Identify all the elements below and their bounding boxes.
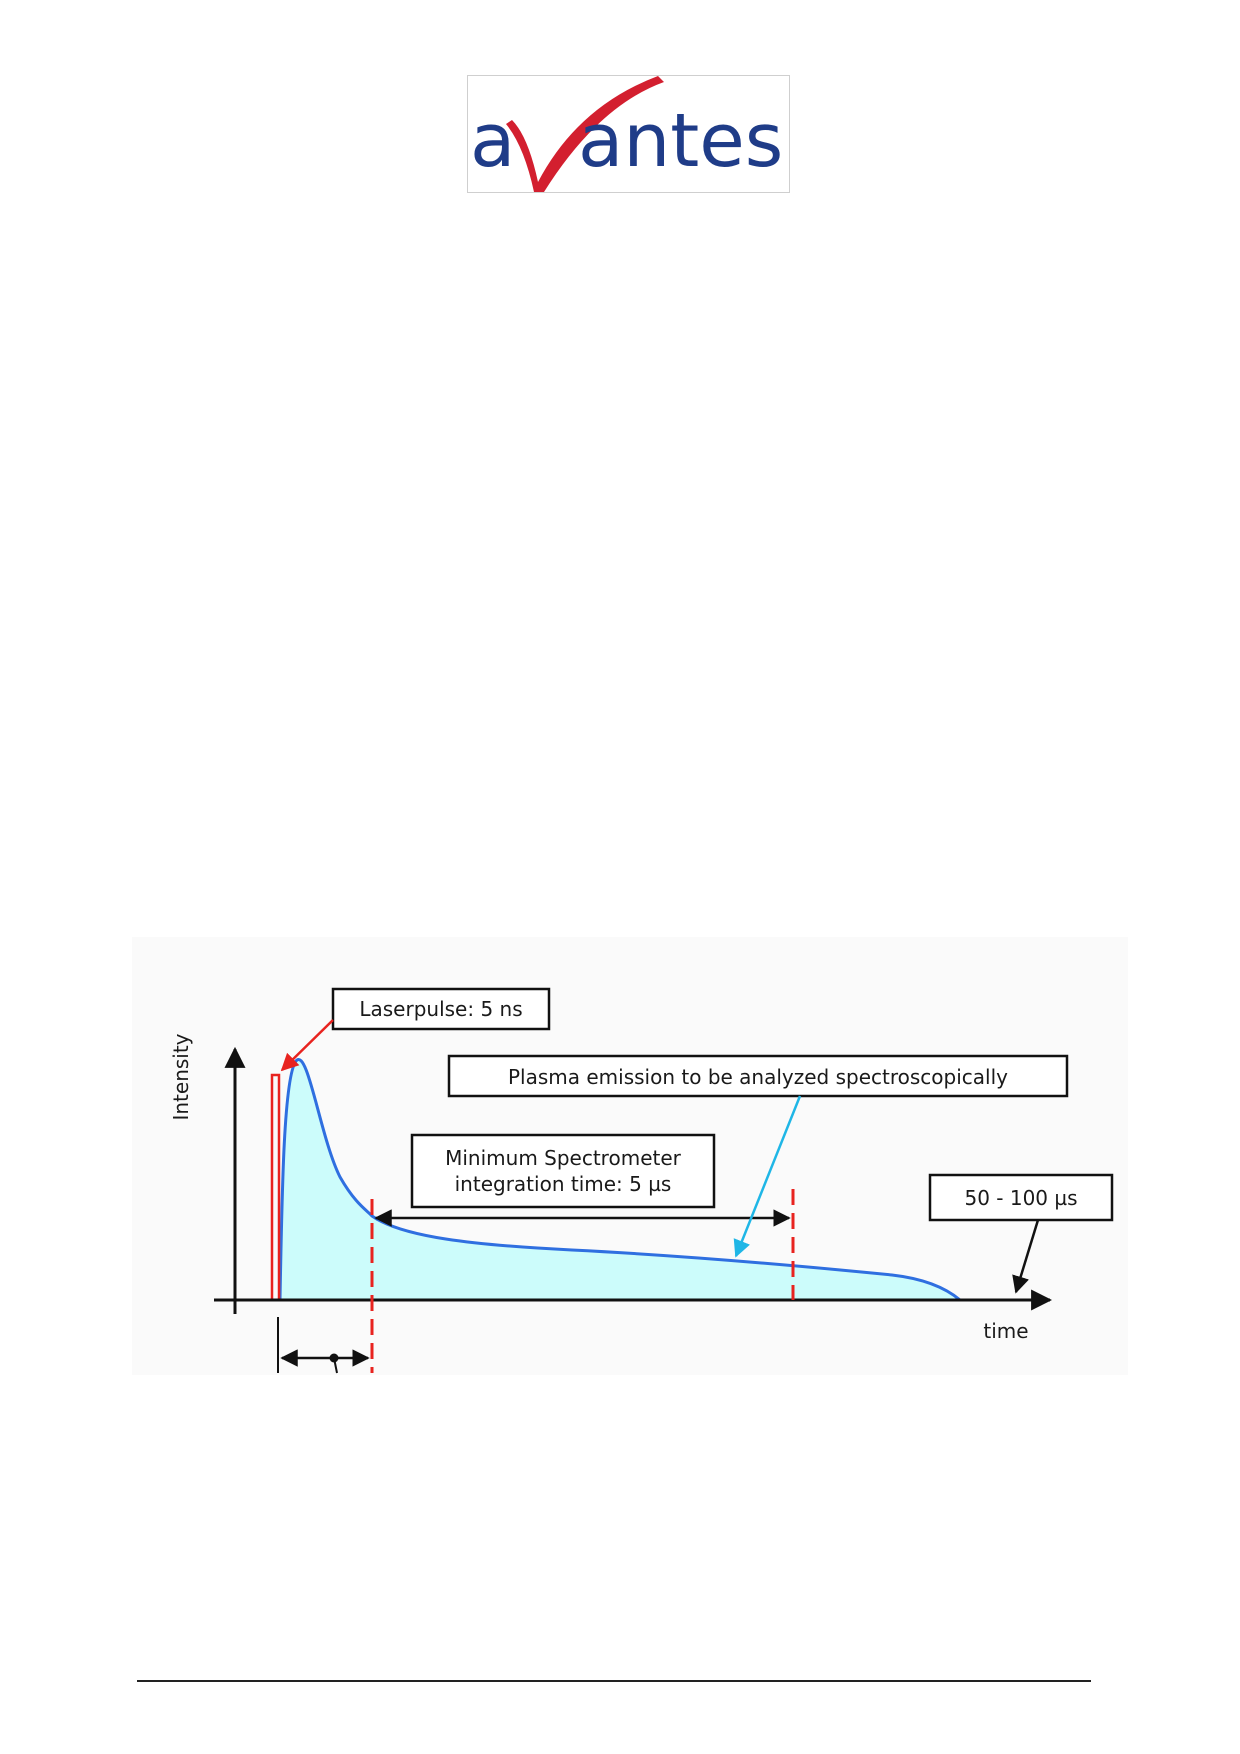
duration-callout-box — [928, 1173, 1114, 1222]
integration-callout-line1: Minimum Spectrometer — [445, 1146, 682, 1170]
footer-divider — [137, 1680, 1091, 1682]
integration-callout-box — [410, 1133, 716, 1209]
plasma-callout-box — [447, 1054, 1069, 1098]
logo-text-rest: antes — [578, 98, 783, 184]
logo-swoosh-icon — [506, 76, 664, 192]
laser-callout-arrow — [280, 1019, 334, 1072]
duration-callout-arrow — [1012, 1219, 1040, 1294]
x-axis-label: time — [983, 1319, 1028, 1343]
plasma-callout-arrow — [733, 1095, 802, 1258]
plasma-callout-text: Plasma emission to be analyzed spectrosc… — [508, 1065, 1008, 1089]
logo-text-a: a — [470, 98, 515, 184]
duration-callout-text: 50 - 100 µs — [964, 1186, 1077, 1210]
plasma-emission-diagram: Laserpulse: 5 ns Plasma emission to be a… — [132, 937, 1128, 1375]
laser-callout-box — [331, 987, 551, 1031]
y-axis-label: Intensity — [169, 1033, 193, 1120]
avantes-logo: a antes avantes — [467, 75, 790, 193]
integration-callout-line2: integration time: 5 µs — [455, 1172, 672, 1196]
delay-pointer — [333, 1357, 338, 1374]
laser-pulse-bar — [270, 1073, 281, 1302]
laser-callout-text: Laserpulse: 5 ns — [359, 997, 522, 1021]
